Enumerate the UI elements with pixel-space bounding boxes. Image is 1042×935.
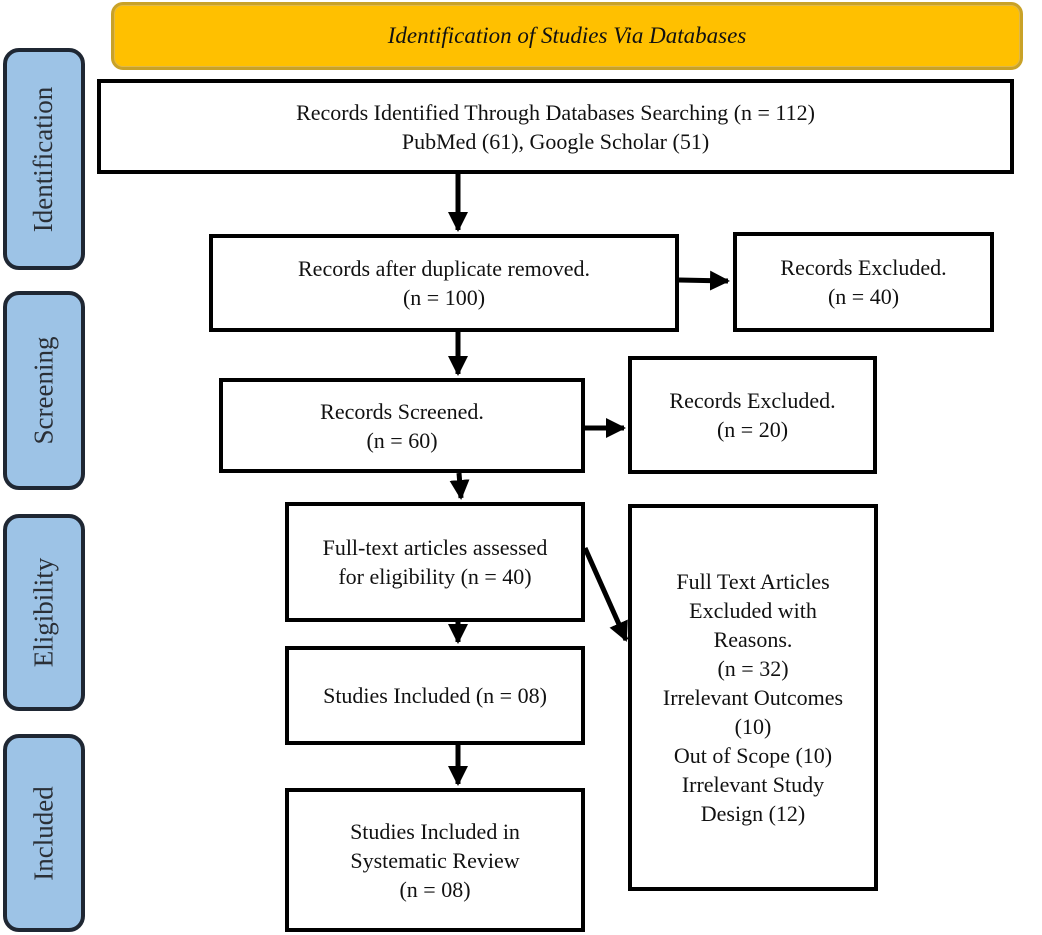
fulltext-excluded-line: (n = 32)	[717, 656, 789, 681]
studies-included-text: Studies Included (n = 08)	[323, 683, 547, 708]
arrow-screened-to-fulltext	[449, 472, 470, 500]
fulltext-excluded-line: Reasons.	[713, 627, 793, 652]
box-studies-included: Studies Included (n = 08)	[285, 646, 585, 745]
fulltext-excluded-line: Irrelevant Outcomes	[662, 685, 844, 710]
records-identified-sources: PubMed (61), Google Scholar (51)	[401, 128, 710, 154]
fulltext-assessed-count: for eligibility (n = 40)	[338, 564, 532, 589]
stage-eligibility: Eligibility	[3, 514, 85, 711]
records-screened-text: Records Screened.	[320, 398, 484, 424]
after-duplicates-text: Records after duplicate removed.	[298, 256, 590, 281]
box-fulltext-excluded: Full Text Articles Excluded with Reasons…	[628, 504, 878, 891]
header-title: Identification of Studies Via Databases	[387, 23, 747, 48]
systematic-review-line1: Studies Included in	[350, 818, 520, 844]
stage-included: Included	[3, 734, 85, 932]
records-excluded-2-text: Records Excluded.	[669, 388, 836, 413]
records-excluded-1-text: Records Excluded.	[780, 255, 947, 280]
records-identified-text: Records Identified Through Databases Sea…	[296, 99, 815, 125]
arrow-duplicates-to-excluded	[678, 270, 730, 291]
fulltext-excluded-line: Irrelevant Study	[681, 772, 825, 797]
box-records-excluded-2: Records Excluded. (n = 20)	[628, 356, 877, 474]
box-records-excluded-1: Records Excluded. (n = 40)	[733, 232, 994, 332]
fulltext-excluded-line: (10)	[734, 714, 772, 739]
records-screened-count: (n = 60)	[366, 427, 438, 453]
fulltext-excluded-line: Full Text Articles	[676, 569, 830, 594]
fulltext-excluded-line: Excluded with	[689, 598, 817, 623]
fulltext-assessed-text: Full-text articles assessed	[322, 535, 548, 560]
box-systematic-review: Studies Included in Systematic Review (n…	[285, 788, 585, 932]
records-excluded-1-count: (n = 40)	[827, 284, 900, 309]
systematic-review-line2: Systematic Review	[350, 847, 520, 873]
arrow-fulltext-to-excluded	[582, 546, 629, 642]
header-banner: Identification of Studies Via Databases	[111, 2, 1023, 70]
box-fulltext-assessed: Full-text articles assessed for eligibil…	[285, 502, 585, 622]
fulltext-excluded-line: Out of Scope (10)	[673, 743, 833, 768]
stage-identification: Identification	[3, 48, 85, 270]
box-records-screened: Records Screened. (n = 60)	[219, 378, 585, 473]
fulltext-excluded-line: Design (12)	[700, 801, 806, 826]
stage-screening: Screening	[3, 291, 85, 490]
after-duplicates-count: (n = 100)	[402, 285, 486, 310]
systematic-review-count: (n = 08)	[399, 876, 471, 902]
records-excluded-2-count: (n = 20)	[716, 417, 789, 442]
box-after-duplicates: Records after duplicate removed. (n = 10…	[209, 234, 679, 332]
box-records-identified: Records Identified Through Databases Sea…	[97, 79, 1014, 174]
